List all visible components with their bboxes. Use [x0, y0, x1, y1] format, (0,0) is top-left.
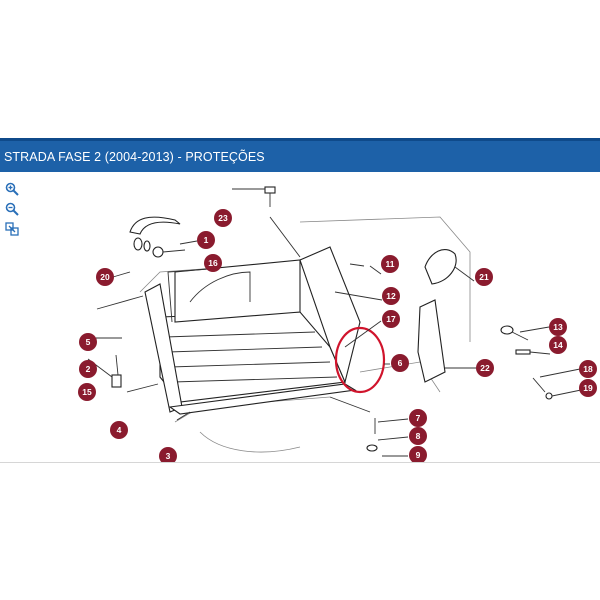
page-title: STRADA FASE 2 (2004-2013) - PROTEÇÕES	[4, 150, 265, 164]
svg-text:8: 8	[416, 431, 421, 441]
callout-1[interactable]: 1	[197, 231, 215, 249]
callout-17[interactable]: 17	[382, 310, 400, 328]
callout-7[interactable]: 7	[409, 409, 427, 427]
svg-text:19: 19	[583, 383, 593, 393]
svg-text:14: 14	[553, 340, 563, 350]
callout-8[interactable]: 8	[409, 427, 427, 445]
callout-18[interactable]: 18	[579, 360, 597, 378]
callout-15[interactable]: 15	[78, 383, 96, 401]
zoom-out-icon[interactable]	[5, 202, 19, 216]
callout-19[interactable]: 19	[579, 379, 597, 397]
svg-text:1: 1	[204, 235, 209, 245]
callout-23[interactable]: 23	[214, 209, 232, 227]
parts-diagram-panel: STRADA FASE 2 (2004-2013) - PROTEÇÕES	[0, 138, 600, 463]
callout-6[interactable]: 6	[391, 354, 409, 372]
exploded-parts-diagram: 1 2 3 4 5 6 7 8 9 10 11 12 13 14 15 16 1…	[78, 186, 597, 462]
callout-4[interactable]: 4	[110, 421, 128, 439]
fit-to-screen-icon[interactable]	[5, 222, 19, 236]
callout-12[interactable]: 12	[382, 287, 400, 305]
svg-text:9: 9	[416, 450, 421, 460]
svg-text:16: 16	[208, 258, 218, 268]
callout-16[interactable]: 16	[204, 254, 222, 272]
svg-text:12: 12	[386, 291, 396, 301]
svg-text:4: 4	[117, 425, 122, 435]
svg-text:20: 20	[100, 272, 110, 282]
svg-text:15: 15	[82, 387, 92, 397]
callout-13[interactable]: 13	[549, 318, 567, 336]
callout-3[interactable]: 3	[159, 447, 177, 462]
svg-text:7: 7	[416, 413, 421, 423]
callout-11[interactable]: 11	[381, 255, 399, 273]
svg-text:3: 3	[166, 451, 171, 461]
svg-text:6: 6	[398, 358, 403, 368]
callout-21[interactable]: 21	[475, 268, 493, 286]
svg-text:17: 17	[386, 314, 396, 324]
callout-2[interactable]: 2	[79, 360, 97, 378]
callout-14[interactable]: 14	[549, 336, 567, 354]
svg-text:22: 22	[480, 363, 490, 373]
callout-5[interactable]: 5	[79, 333, 97, 351]
title-bar: STRADA FASE 2 (2004-2013) - PROTEÇÕES	[0, 138, 600, 172]
svg-text:23: 23	[218, 213, 228, 223]
callout-22[interactable]: 22	[476, 359, 494, 377]
svg-text:5: 5	[86, 337, 91, 347]
callout-9[interactable]: 9	[409, 446, 427, 462]
highlight-ring-part-6	[334, 326, 386, 394]
svg-text:2: 2	[86, 364, 91, 374]
callout-20[interactable]: 20	[96, 268, 114, 286]
svg-text:18: 18	[583, 364, 593, 374]
svg-text:13: 13	[553, 322, 563, 332]
svg-text:21: 21	[479, 272, 489, 282]
svg-text:11: 11	[386, 259, 395, 269]
zoom-in-icon[interactable]	[5, 182, 19, 196]
